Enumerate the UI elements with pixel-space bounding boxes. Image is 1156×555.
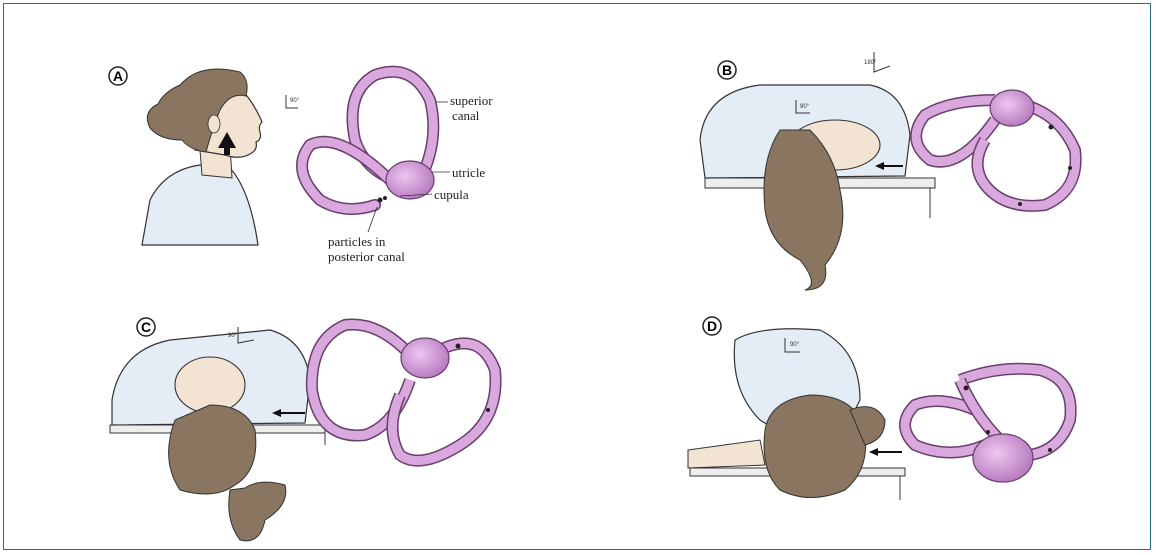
label-utricle: utricle [452, 165, 485, 180]
labyrinth-b [916, 90, 1076, 206]
panel-a: A 90° [109, 67, 493, 264]
label-superior: superior [450, 93, 493, 108]
panel-c: C 90° [110, 318, 496, 541]
labyrinth-a [302, 72, 434, 209]
angle-c-label: 90° [228, 333, 238, 339]
person-a-illustration [142, 69, 262, 245]
label-cupula: cupula [434, 187, 469, 202]
panel-b-letter: B [722, 62, 732, 78]
angle-b1-label: 90° [800, 104, 810, 110]
labyrinth-d [905, 369, 1071, 482]
label-particles-in: particles in [328, 234, 386, 249]
angle-b2-label: 180° [864, 60, 877, 66]
panel-a-letter: A [113, 68, 123, 84]
panel-b: B 90° 180° [700, 52, 1076, 290]
panel-d: D 90° [688, 317, 1071, 500]
label-canal: canal [452, 108, 480, 123]
panel-d-letter: D [707, 318, 717, 334]
labyrinth-c [312, 324, 496, 460]
angle-a-label: 90° [290, 98, 300, 104]
panel-c-letter: C [141, 319, 151, 335]
angle-d-label: 90° [790, 342, 800, 348]
label-posterior-canal: posterior canal [328, 249, 405, 264]
